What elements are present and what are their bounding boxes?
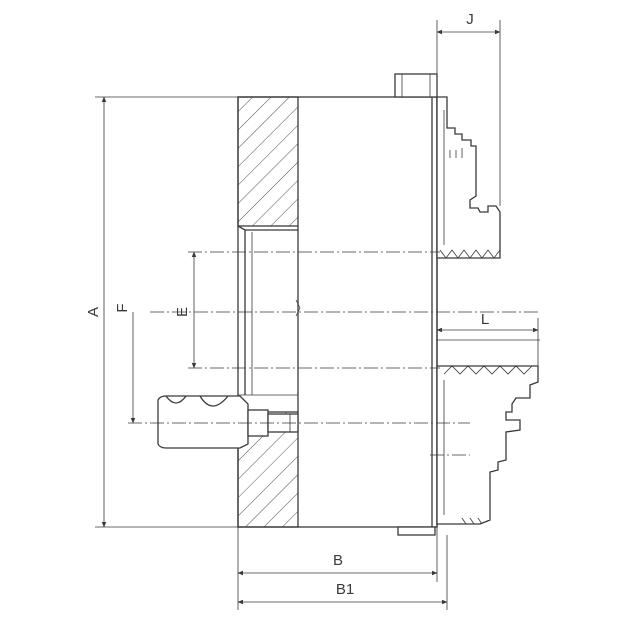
dimension-label-l: L (481, 311, 489, 328)
section-hatch-upper (237, 96, 299, 227)
center-lines (128, 251, 540, 456)
bottom-block (397, 526, 436, 536)
dimension-label-e: E (174, 307, 191, 317)
dimension-label-j: J (466, 11, 474, 28)
dimension-label-b1: B1 (336, 581, 354, 598)
dimension-L: L (436, 311, 539, 333)
dimension-F: F (114, 303, 136, 424)
dimension-label-b: B (333, 552, 343, 569)
dimension-label-a: A (85, 307, 102, 317)
dimension-J: J (436, 11, 501, 35)
dimension-E: E (174, 251, 197, 369)
extension-lines (95, 20, 539, 610)
dimension-B: B (237, 552, 438, 576)
dimension-label-f: F (114, 303, 131, 312)
lower-jaw (436, 365, 539, 525)
dimension-B1: B1 (237, 581, 448, 605)
chuck-key (157, 395, 299, 449)
dimension-A: A (85, 96, 107, 528)
top-screw-head (394, 73, 438, 98)
upper-jaw (436, 96, 501, 259)
